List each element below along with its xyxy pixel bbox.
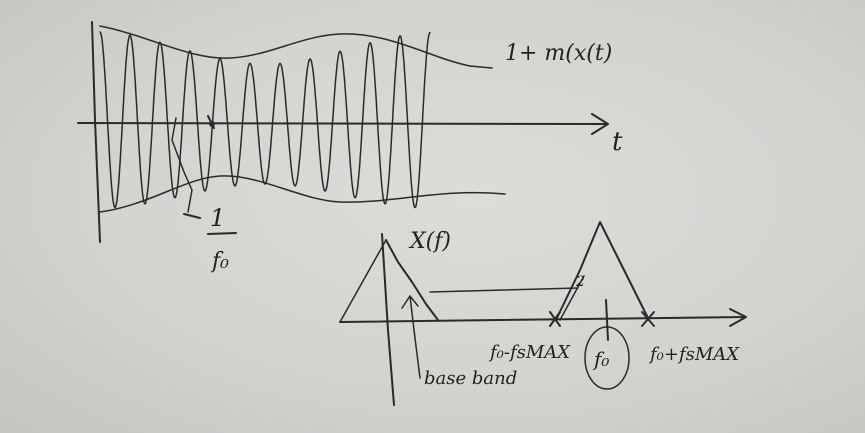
spectrum-label: X(f) bbox=[408, 229, 451, 254]
baseband-mirror-edge bbox=[339, 239, 387, 323]
signal-vertical-axis bbox=[91, 21, 101, 243]
period-denominator: f₀ bbox=[210, 249, 229, 274]
frequency-axis bbox=[339, 316, 746, 323]
time-axis bbox=[77, 122, 606, 125]
tick-right bbox=[641, 311, 655, 327]
time-axis-arrow bbox=[591, 113, 609, 135]
carrier-wave bbox=[99, 31, 431, 209]
shift-link-line bbox=[429, 287, 579, 293]
tick-left bbox=[549, 311, 561, 327]
frequency-axis-arrow bbox=[729, 308, 747, 327]
baseband-pointer-head bbox=[401, 295, 419, 309]
period-fraction-bar bbox=[207, 232, 237, 235]
tick-center-label: f₀ bbox=[592, 347, 609, 371]
period-numerator: 1 bbox=[210, 204, 225, 232]
baseband-pointer bbox=[409, 295, 421, 379]
period-bracket bbox=[171, 117, 193, 213]
shifted-spectrum-left-edge bbox=[559, 275, 585, 321]
spectrum-vertical-axis bbox=[381, 233, 395, 406]
upper-envelope bbox=[99, 25, 493, 69]
tick-center bbox=[605, 299, 609, 341]
envelope-label: 1+ m(x(t) bbox=[505, 41, 612, 66]
f0-highlight-circle bbox=[584, 326, 630, 390]
time-axis-label: t bbox=[612, 127, 623, 157]
period-arrow bbox=[183, 213, 201, 219]
modulated-signal-plot: 1+ m(x(t) t 1 f₀ bbox=[77, 21, 623, 274]
lower-envelope bbox=[99, 175, 506, 213]
baseband-spectrum bbox=[385, 239, 439, 321]
period-dot bbox=[209, 121, 215, 127]
tick-left-label: f₀-fsMAX bbox=[488, 342, 571, 363]
baseband-label: base band bbox=[424, 368, 517, 389]
tick-right-label: f₀+fsMAX bbox=[648, 344, 740, 365]
spectrum-plot: X(f) 2 f₀-fsMAX f₀ f₀+fsMAX base band bbox=[339, 221, 747, 406]
shifted-spectrum bbox=[555, 221, 649, 321]
peak-mark-label: 2 bbox=[575, 274, 585, 290]
